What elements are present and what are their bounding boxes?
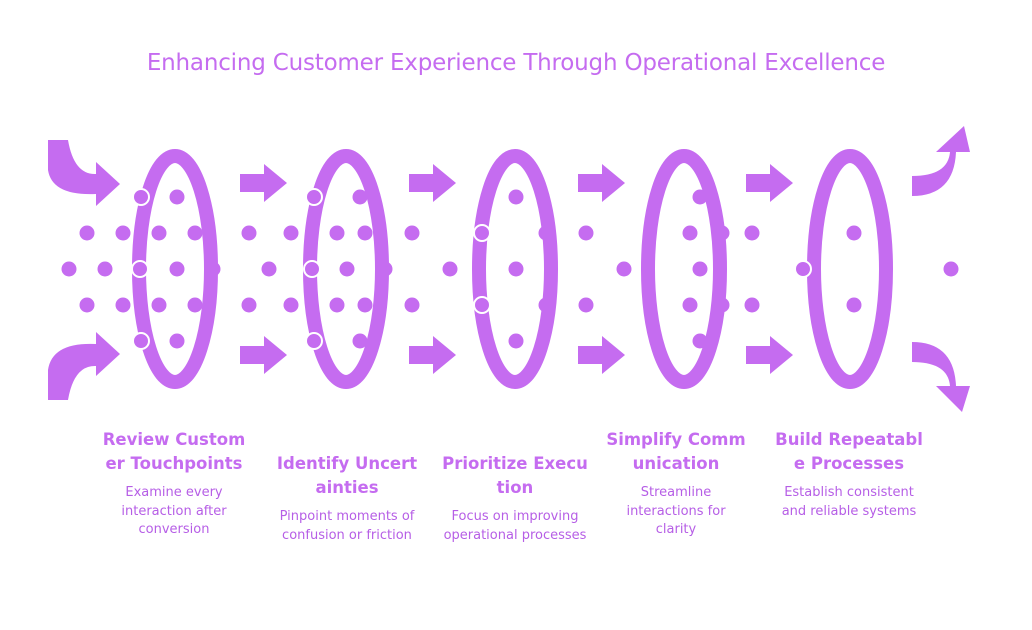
dot bbox=[169, 333, 185, 349]
dot bbox=[261, 261, 277, 277]
forward-arrow bbox=[578, 336, 625, 374]
step-3-description: Focus on improving operational processes bbox=[443, 509, 587, 543]
exit-arrow-bottom bbox=[912, 342, 970, 412]
dot bbox=[508, 333, 524, 349]
dot bbox=[442, 261, 458, 277]
ring-node bbox=[132, 332, 150, 350]
dot bbox=[692, 261, 708, 277]
ring-node bbox=[305, 188, 323, 206]
dot bbox=[151, 225, 167, 241]
dot bbox=[79, 297, 95, 313]
dot bbox=[616, 261, 632, 277]
ring-node bbox=[473, 224, 491, 242]
dot bbox=[79, 225, 95, 241]
forward-arrow bbox=[409, 336, 456, 374]
ring-node bbox=[132, 188, 150, 206]
forward-arrow bbox=[240, 336, 287, 374]
ring-node bbox=[305, 332, 323, 350]
dot bbox=[357, 297, 373, 313]
rings-layer bbox=[132, 149, 893, 389]
step-4-description: Streamline interactions for clarity bbox=[626, 485, 726, 537]
step-5: Build Repeatable Processes Establish con… bbox=[774, 428, 924, 521]
stage-ring bbox=[807, 149, 893, 389]
forward-arrow bbox=[746, 164, 793, 202]
ring-nodes-layer bbox=[131, 188, 812, 350]
dot bbox=[329, 225, 345, 241]
step-5-title: Build Repeatable Processes bbox=[775, 430, 923, 473]
forward-arrow bbox=[240, 164, 287, 202]
step-1: Review Customer Touchpoints Examine ever… bbox=[99, 428, 249, 540]
forward-arrow bbox=[578, 164, 625, 202]
step-1-description: Examine every interaction after conversi… bbox=[121, 485, 227, 537]
forward-arrow bbox=[409, 164, 456, 202]
dot bbox=[169, 189, 185, 205]
dot bbox=[339, 261, 355, 277]
dot bbox=[329, 297, 345, 313]
dot bbox=[115, 297, 131, 313]
dot bbox=[187, 297, 203, 313]
step-2-title: Identify Uncertainties bbox=[276, 454, 418, 497]
step-3-title: Prioritize Execution bbox=[442, 454, 588, 497]
dot bbox=[115, 225, 131, 241]
stage-ring bbox=[641, 149, 727, 389]
dot bbox=[744, 297, 760, 313]
dot bbox=[846, 225, 862, 241]
dot bbox=[508, 189, 524, 205]
step-2-description: Pinpoint moments of confusion or frictio… bbox=[279, 509, 415, 543]
dot bbox=[682, 297, 698, 313]
dot bbox=[97, 261, 113, 277]
dot bbox=[241, 297, 257, 313]
dot bbox=[169, 261, 185, 277]
dot bbox=[352, 189, 368, 205]
dot bbox=[283, 297, 299, 313]
dot bbox=[682, 225, 698, 241]
dot bbox=[352, 333, 368, 349]
exit-arrow-top bbox=[912, 126, 970, 196]
dot bbox=[578, 297, 594, 313]
forward-arrow bbox=[746, 336, 793, 374]
stage-ring bbox=[472, 149, 558, 389]
dot bbox=[151, 297, 167, 313]
step-2: Identify Uncertainties Pinpoint moments … bbox=[272, 452, 422, 545]
dot bbox=[357, 225, 373, 241]
step-4: Simplify Communication Streamline intera… bbox=[606, 428, 746, 540]
dot bbox=[943, 261, 959, 277]
dot bbox=[508, 261, 524, 277]
ring-node bbox=[794, 260, 812, 278]
dot bbox=[241, 225, 257, 241]
arrows-layer bbox=[48, 126, 970, 412]
dot bbox=[283, 225, 299, 241]
dot bbox=[846, 297, 862, 313]
step-3: Prioritize Execution Focus on improving … bbox=[440, 452, 590, 545]
entry-arrow-bottom bbox=[48, 332, 120, 400]
dot bbox=[404, 225, 420, 241]
ring-node bbox=[303, 260, 321, 278]
dot bbox=[187, 225, 203, 241]
step-5-description: Establish consistent and reliable system… bbox=[781, 485, 917, 519]
dot bbox=[404, 297, 420, 313]
diagram-title: Enhancing Customer Experience Through Op… bbox=[146, 50, 886, 76]
step-4-title: Simplify Communication bbox=[606, 430, 746, 473]
entry-arrow-top bbox=[48, 140, 120, 206]
ring-node bbox=[131, 260, 149, 278]
dot bbox=[578, 225, 594, 241]
dot bbox=[744, 225, 760, 241]
ring-node bbox=[473, 296, 491, 314]
step-1-title: Review Customer Touchpoints bbox=[102, 430, 246, 473]
dot bbox=[61, 261, 77, 277]
